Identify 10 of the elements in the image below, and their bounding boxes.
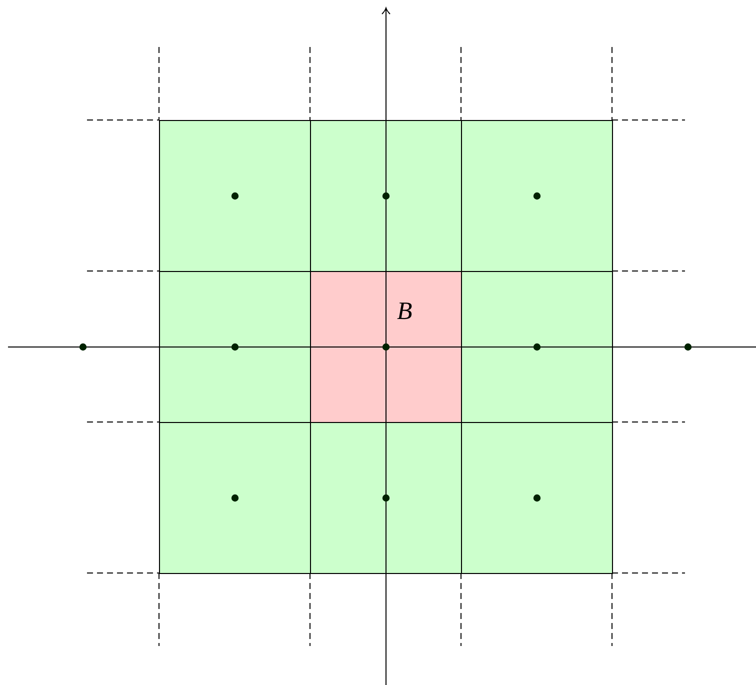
region-square	[310, 271, 462, 423]
grid-square	[310, 422, 462, 574]
grid-square	[461, 271, 613, 423]
grid-square	[159, 271, 311, 423]
grid-square	[159, 422, 311, 574]
grid-square	[159, 120, 311, 272]
grid-square	[461, 120, 613, 272]
grid-square	[461, 422, 613, 574]
grid-square	[310, 120, 462, 272]
region-label: B	[397, 299, 412, 324]
